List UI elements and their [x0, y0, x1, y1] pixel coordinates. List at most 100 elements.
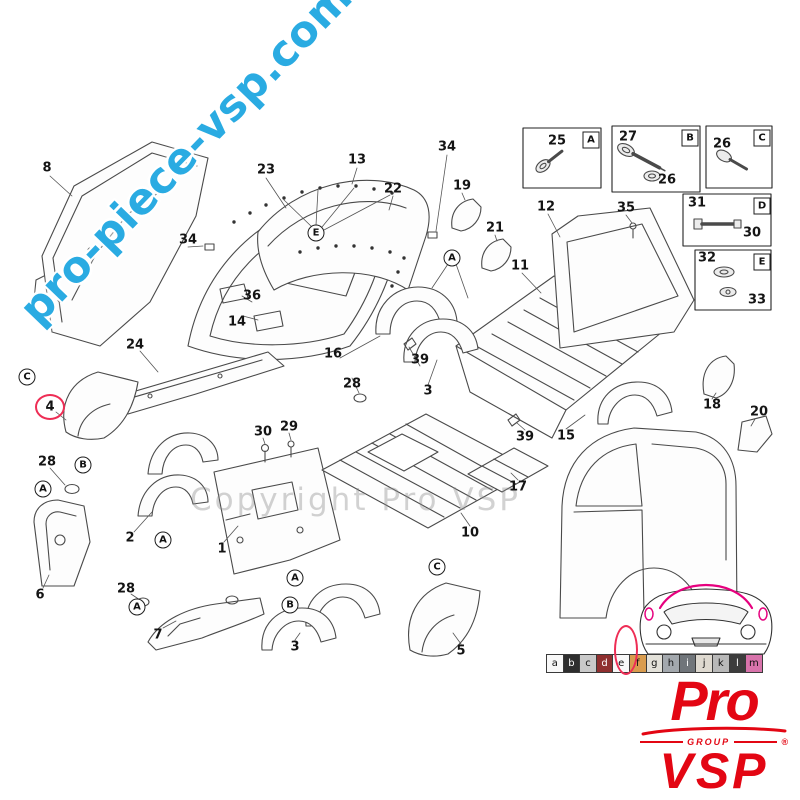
callout-number-3: 3: [290, 639, 300, 655]
legend-tile-g: g: [645, 654, 664, 673]
callout-number-35: 35: [616, 200, 636, 216]
callout-number-34: 34: [437, 139, 457, 155]
callout-letter-e-circle: E: [307, 224, 325, 242]
callout-number-25: 25: [547, 133, 567, 149]
callout-number-13: 13: [347, 152, 367, 168]
registered-mark: ®: [781, 737, 788, 747]
callout-letter-a-square: A: [582, 131, 600, 149]
callout-letter-b-circle: B: [281, 596, 299, 614]
callout-letter-a-circle: A: [443, 249, 461, 267]
callout-number-12: 12: [536, 199, 556, 215]
callout-number-22: 22: [383, 181, 403, 197]
callout-number-29: 29: [279, 419, 299, 435]
callout-letter-c-square: C: [753, 129, 771, 147]
callout-number-31: 31: [687, 195, 707, 211]
callout-letter-c-circle: C: [428, 558, 446, 576]
logo-word-pro: Pro: [634, 673, 794, 729]
callout-letter-a-circle: A: [154, 531, 172, 549]
callout-number-27: 27: [618, 129, 638, 145]
logo-word-vsp: VSP: [659, 743, 769, 799]
callout-number-16: 16: [323, 346, 343, 362]
callout-number-3: 3: [423, 383, 433, 399]
legend-tile-m: m: [745, 654, 763, 673]
part-7-support-bracket: [136, 595, 265, 651]
callout-number-17: 17: [508, 479, 528, 495]
part-5-front-fender: [408, 582, 481, 657]
part-16-wheel-arch-liners: [375, 286, 479, 363]
logo-group-label: GROUP: [687, 737, 731, 747]
logo-word-pro-text: Pro: [670, 669, 759, 732]
callout-a-fan-lines: [431, 263, 469, 299]
callout-number-24: 24: [125, 337, 145, 353]
logo-group-line-right: [734, 741, 778, 743]
callout-number-39: 39: [410, 352, 430, 368]
callout-number-19: 19: [452, 178, 472, 194]
callout-number-34: 34: [178, 232, 198, 248]
fastener-box-e: [694, 249, 772, 311]
part-18-bracket: [702, 355, 735, 399]
legend-tile-a: a: [546, 654, 564, 673]
part-13-roof-panel: [257, 179, 430, 291]
legend-tile-d: d: [595, 654, 614, 673]
callout-number-10: 10: [460, 525, 480, 541]
callout-letter-a-circle: A: [128, 598, 146, 616]
highlight-legend-e: [614, 625, 638, 675]
callout-number-30: 30: [253, 424, 273, 440]
clip-39-upper: [403, 337, 417, 351]
leader-lines: [42, 154, 756, 645]
callout-number-6: 6: [35, 587, 45, 603]
callout-number-5: 5: [456, 643, 466, 659]
callout-number-20: 20: [749, 404, 769, 420]
callout-number-21: 21: [485, 220, 505, 236]
callout-number-28: 28: [342, 376, 362, 392]
callout-number-39: 39: [515, 429, 535, 445]
part-20-bracket: [737, 415, 773, 453]
callout-number-33: 33: [747, 292, 767, 308]
part-2-wheel-arch-liners: [137, 432, 219, 517]
callout-number-14: 14: [227, 314, 247, 330]
callout-e-fan-lines: [283, 187, 391, 231]
rivet-dots: [232, 184, 406, 288]
callout-number-1: 1: [217, 541, 227, 557]
part-8-side-frame: [33, 141, 209, 347]
car-front-inset: [639, 583, 773, 655]
highlight-part-4: [35, 394, 65, 420]
legend-tile-c: c: [579, 654, 597, 673]
fastener-29-30-screws: [260, 440, 295, 463]
callout-letter-a-circle: A: [286, 569, 304, 587]
callout-number-26: 26: [657, 172, 677, 188]
part-17-floor-extension: [467, 447, 549, 493]
callout-number-7: 7: [153, 627, 163, 643]
logo-swoosh: [641, 726, 787, 736]
clip-39-lower: [507, 413, 521, 427]
callout-letter-b-circle: B: [74, 456, 92, 474]
callout-number-32: 32: [697, 250, 717, 266]
legend-tile-b: b: [562, 654, 581, 673]
callout-number-36: 36: [242, 288, 262, 304]
callout-number-2: 2: [125, 530, 135, 546]
callout-number-23: 23: [256, 162, 276, 178]
callout-number-18: 18: [702, 397, 722, 413]
callout-letter-e-square: E: [753, 253, 771, 271]
copyright-watermark: Copyright Pro VSP: [190, 482, 521, 518]
callout-number-30: 30: [742, 225, 762, 241]
logo-group-line-left: [640, 741, 684, 743]
callout-number-26: 26: [712, 136, 732, 152]
provsp-logo: Pro GROUP ® VSP: [634, 673, 794, 799]
clip-34-right: [427, 231, 438, 239]
part-19-bracket: [451, 198, 482, 232]
part-rear-wheel-liner: [597, 381, 673, 425]
callout-number-8: 8: [42, 160, 52, 176]
part-21-bracket: [481, 238, 512, 272]
callout-letter-c-circle: C: [18, 368, 36, 386]
clip-34-left: [204, 243, 215, 251]
callout-number-28: 28: [116, 581, 136, 597]
part-3-wheel-arch-liners: [261, 583, 381, 651]
grommet-28: [353, 393, 367, 403]
part-6-bracket-assembly: [33, 483, 91, 587]
callout-letter-a-circle: A: [34, 480, 52, 498]
callout-number-11: 11: [510, 258, 530, 274]
